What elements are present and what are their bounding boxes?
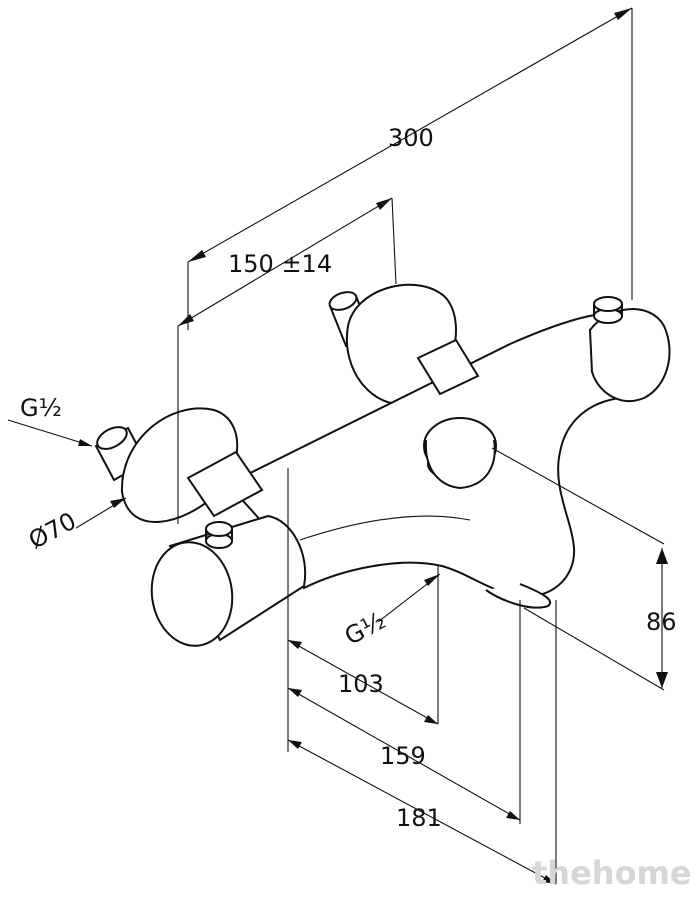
dim-181: 181 (396, 804, 442, 832)
left-inlet-assembly (94, 407, 264, 523)
dim-g12-outlet: G½ (340, 606, 390, 650)
watermark-text: thehome (532, 854, 692, 892)
left-thermostat-knob (150, 514, 307, 647)
dim-g12-left: G½ (20, 394, 62, 422)
dim-300: 300 (388, 124, 434, 152)
dim-159: 159 (380, 742, 426, 770)
dim-103: 103 (338, 670, 384, 698)
dim-diameter-70: Ø70 (24, 507, 81, 555)
dim-86: 86 (646, 608, 677, 636)
dim-150: 150 ±14 (228, 250, 332, 278)
dimension-lines (7, 7, 668, 885)
mixer-body (226, 283, 671, 609)
